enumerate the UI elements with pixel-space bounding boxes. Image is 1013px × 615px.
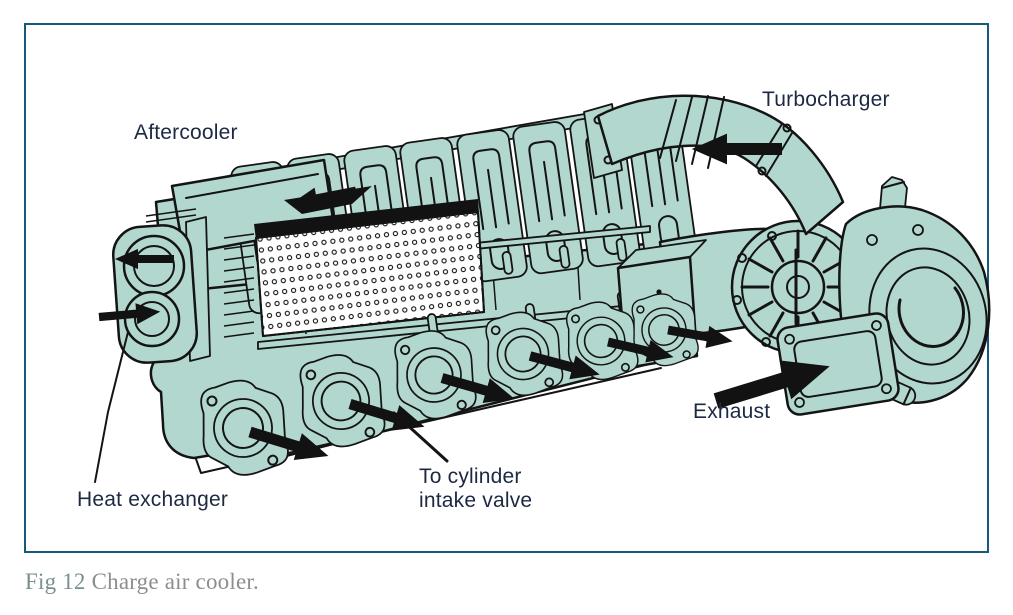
air-intake-duct [583, 94, 845, 236]
figure-caption-number: Fig 12 [25, 569, 86, 594]
figure-caption: Fig 12 Charge air cooler. [25, 569, 259, 595]
label-cylinder-intake: To cylinder intake valve [419, 465, 533, 512]
exhaust-flange [776, 312, 900, 416]
label-turbocharger: Turbocharger [762, 88, 890, 111]
label-heat-exchanger: Heat exchanger [77, 488, 229, 511]
heat-exchanger-leader-line [94, 331, 129, 483]
figure-caption-text: Charge air cooler. [91, 569, 259, 594]
label-aftercooler: Aftercooler [134, 121, 238, 144]
aftercooler-core [223, 199, 486, 338]
label-exhaust: Exhaust [693, 400, 771, 423]
